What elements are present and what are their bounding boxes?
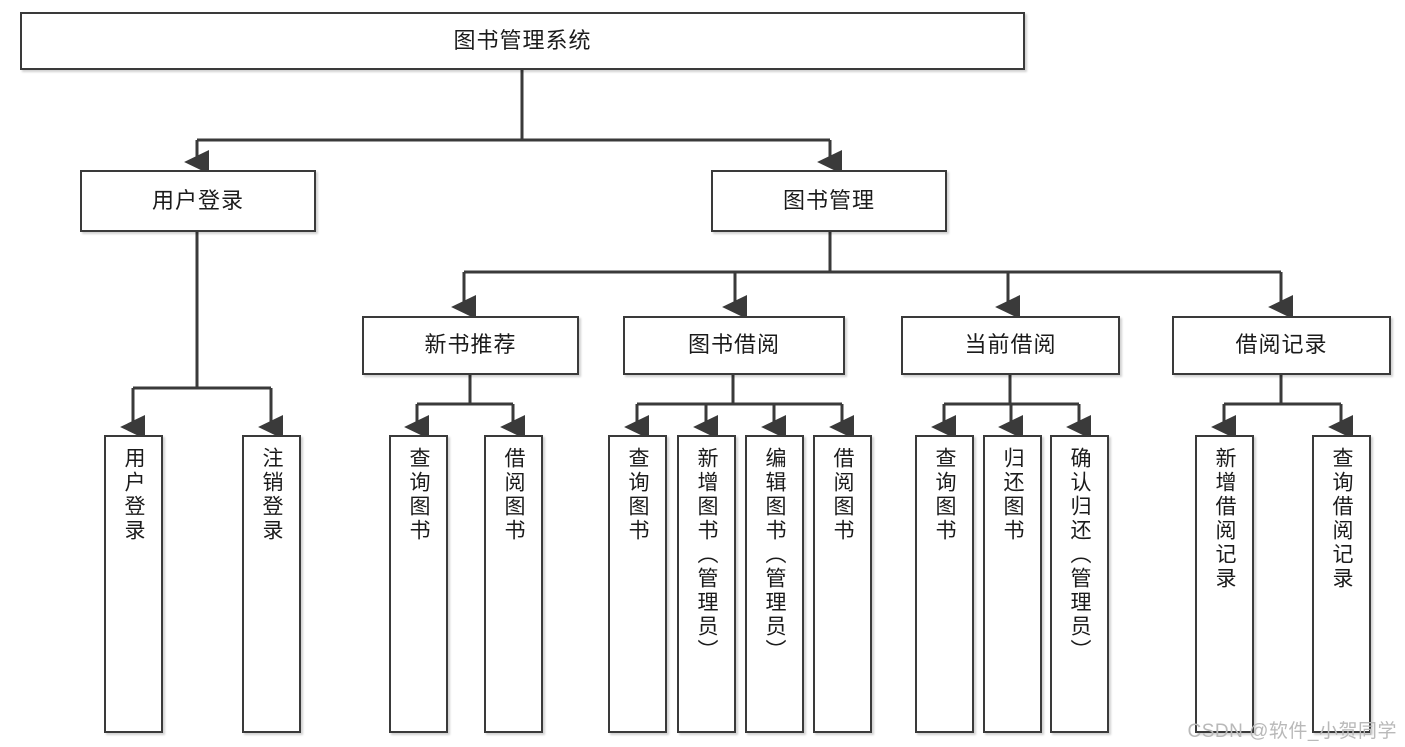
node-leaf-add-borrow-record[interactable]: 新增借阅记录: [1195, 435, 1254, 733]
node-leaf-logout-login[interactable]: 注销登录: [242, 435, 301, 733]
node-leaf-edit-book-admin[interactable]: 编辑图书（管理员）: [745, 435, 804, 733]
node-leaf-borrow-book-label: 借阅图书: [831, 447, 854, 543]
node-leaf-borrow-book-rec[interactable]: 借阅图书: [484, 435, 543, 733]
node-new-book-recommend-label: 新书推荐: [424, 332, 517, 358]
node-leaf-query-book-current-label: 查询图书: [933, 447, 956, 543]
node-leaf-confirm-return-admin-label: 确认归还（管理员）: [1068, 447, 1091, 663]
node-leaf-return-book-label: 归还图书: [1001, 447, 1024, 543]
node-leaf-query-book-rec-label: 查询图书: [407, 447, 430, 543]
node-root-label: 图书管理系统: [453, 27, 592, 53]
node-leaf-query-borrow-record-label: 查询借阅记录: [1330, 447, 1353, 591]
node-leaf-query-book-borrow[interactable]: 查询图书: [608, 435, 667, 733]
node-root[interactable]: 图书管理系统: [20, 12, 1025, 70]
node-user-login-label: 用户登录: [151, 187, 244, 213]
node-current-borrow[interactable]: 当前借阅: [901, 316, 1120, 375]
node-borrow-record-label: 借阅记录: [1235, 332, 1328, 358]
node-new-book-recommend[interactable]: 新书推荐: [362, 316, 579, 375]
node-leaf-query-book-rec[interactable]: 查询图书: [389, 435, 448, 733]
node-leaf-borrow-book-rec-label: 借阅图书: [502, 447, 525, 543]
node-user-login[interactable]: 用户登录: [80, 170, 316, 232]
csdn-watermark: CSDN @软件_小贺同学: [1187, 721, 1397, 742]
node-leaf-confirm-return-admin[interactable]: 确认归还（管理员）: [1050, 435, 1109, 733]
node-book-borrow[interactable]: 图书借阅: [623, 316, 845, 375]
node-leaf-logout-login-label: 注销登录: [260, 447, 283, 543]
node-leaf-return-book[interactable]: 归还图书: [983, 435, 1042, 733]
node-borrow-record[interactable]: 借阅记录: [1172, 316, 1391, 375]
node-leaf-add-borrow-record-label: 新增借阅记录: [1213, 447, 1236, 591]
node-leaf-user-login-label: 用户登录: [122, 447, 145, 543]
node-leaf-query-borrow-record[interactable]: 查询借阅记录: [1312, 435, 1371, 733]
node-leaf-edit-book-admin-label: 编辑图书（管理员）: [763, 447, 786, 663]
node-leaf-add-book-admin-label: 新增图书（管理员）: [695, 447, 718, 663]
node-leaf-borrow-book[interactable]: 借阅图书: [813, 435, 872, 733]
node-leaf-add-book-admin[interactable]: 新增图书（管理员）: [677, 435, 736, 733]
node-current-borrow-label: 当前借阅: [964, 332, 1057, 358]
node-leaf-query-book-current[interactable]: 查询图书: [915, 435, 974, 733]
node-book-manage[interactable]: 图书管理: [711, 170, 947, 232]
node-leaf-user-login[interactable]: 用户登录: [104, 435, 163, 733]
node-leaf-query-book-borrow-label: 查询图书: [626, 447, 649, 543]
node-book-borrow-label: 图书借阅: [687, 332, 780, 358]
node-book-manage-label: 图书管理: [782, 187, 875, 213]
